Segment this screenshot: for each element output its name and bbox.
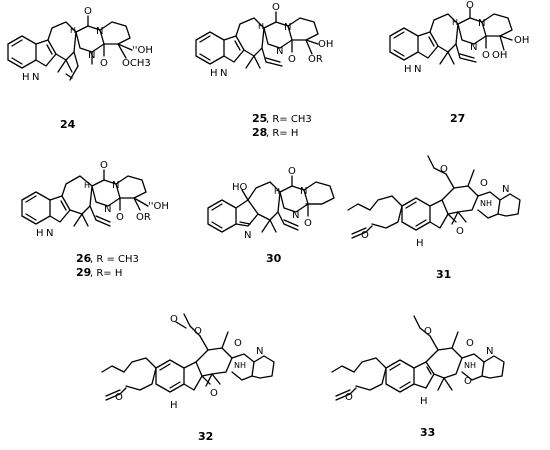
o-label: O <box>116 212 124 223</box>
o-label: O <box>115 392 123 403</box>
o-label: O <box>466 0 474 11</box>
hydroxyl-label: ''OH <box>148 201 169 212</box>
compound-30-structure: H O O N N HO N 30 <box>207 166 335 265</box>
h-label: H <box>170 400 178 411</box>
compound-33-structure: O O N NH H O O 33 <box>331 315 505 439</box>
o-label: O <box>304 218 312 229</box>
n-label: N <box>112 180 119 191</box>
n-label: N <box>244 230 251 241</box>
o-label: O <box>466 338 474 349</box>
compound-caption: , R= CH3 <box>266 114 312 125</box>
nh-label: NH <box>234 361 246 370</box>
n-label: N <box>470 42 477 53</box>
compound-32-structure: O O O N NH H O O 32 <box>101 313 275 443</box>
o-label: O <box>361 230 369 241</box>
o-label: O <box>345 392 353 403</box>
h-label: H <box>420 396 428 407</box>
methoxy-label: OCH3 <box>122 58 151 69</box>
n-label: N <box>300 186 307 197</box>
compound-24-structure: H O O N N ''OH OCH3 N H 24 <box>7 6 153 131</box>
o-label: O <box>100 58 108 69</box>
h-label: H <box>274 187 280 196</box>
hydroxyl-label: OH <box>492 50 507 61</box>
compound-number: 29 <box>76 266 91 279</box>
hydroxyl-label: OH <box>318 39 333 50</box>
n-label: N <box>414 64 421 75</box>
compound-caption: , R = CH3 <box>90 254 139 265</box>
h-label: H <box>416 238 424 249</box>
o-label: O <box>210 388 218 399</box>
n-label: N <box>220 68 227 79</box>
compound-number: 28 <box>252 126 267 139</box>
o-label: O <box>456 226 464 237</box>
n-label: N <box>478 18 485 29</box>
compound-25-structure: H O O N N OH OR N H 25 , R= CH3 28 , R= … <box>195 2 333 139</box>
o-label: O <box>424 326 432 337</box>
o-label: O <box>234 338 242 349</box>
o-label: O <box>194 326 202 337</box>
compound-number: 32 <box>198 430 213 443</box>
o-label: O <box>440 164 448 175</box>
n-label: N <box>104 204 111 215</box>
compound-number: 31 <box>436 268 451 281</box>
compound-number: 33 <box>420 426 435 439</box>
compound-caption: , R= H <box>266 128 298 139</box>
compound-26-structure: H O O N N ''OH OR N H 26 , R = CH3 29 , … <box>21 160 169 279</box>
hydroxyl-label: HO <box>232 182 248 193</box>
alkoxy-label: OR <box>308 54 323 65</box>
n-label: N <box>486 346 493 357</box>
h-label: H <box>84 181 90 190</box>
n-label: N <box>276 46 283 57</box>
h-label: H <box>452 18 458 27</box>
n-label: N <box>32 72 39 83</box>
compound-number: 30 <box>266 252 282 265</box>
compound-27-structure: H O O N N OH OH N H 27 <box>389 0 529 125</box>
o-label: O <box>288 54 296 65</box>
o-label: O <box>482 50 490 61</box>
o-label: O <box>272 2 280 13</box>
h-label: H <box>36 228 44 239</box>
h-label: H <box>22 72 30 83</box>
o-label: O <box>84 6 92 17</box>
h-label: H <box>210 68 218 79</box>
compound-31-structure: O O N NH H O O 31 <box>347 155 521 281</box>
o-label: O <box>170 314 178 325</box>
h-label: H <box>258 22 264 31</box>
n-label: N <box>292 210 299 221</box>
compound-number: 25 <box>252 112 267 125</box>
compound-number: 24 <box>60 118 76 131</box>
n-label: N <box>502 184 509 195</box>
alkoxy-label: OR <box>136 212 151 223</box>
o-label: O <box>100 160 108 171</box>
o-label: O <box>288 166 296 177</box>
n-label: N <box>96 26 103 37</box>
nh-label: NH <box>480 199 492 208</box>
compound-number: 26 <box>76 252 92 265</box>
compound-number: 27 <box>450 112 465 125</box>
o-label: O <box>464 376 472 387</box>
nh-label: NH <box>464 361 476 370</box>
n-label: N <box>88 50 95 61</box>
hydroxyl-label: ''OH <box>132 45 153 56</box>
h-label: H <box>404 64 412 75</box>
compound-caption: , R= H <box>90 268 122 279</box>
n-label: N <box>46 228 53 239</box>
o-label: O <box>480 178 488 189</box>
hydroxyl-label: OH <box>514 35 529 46</box>
h-label: H <box>70 26 76 35</box>
n-label: N <box>256 346 263 357</box>
n-label: N <box>284 22 291 33</box>
